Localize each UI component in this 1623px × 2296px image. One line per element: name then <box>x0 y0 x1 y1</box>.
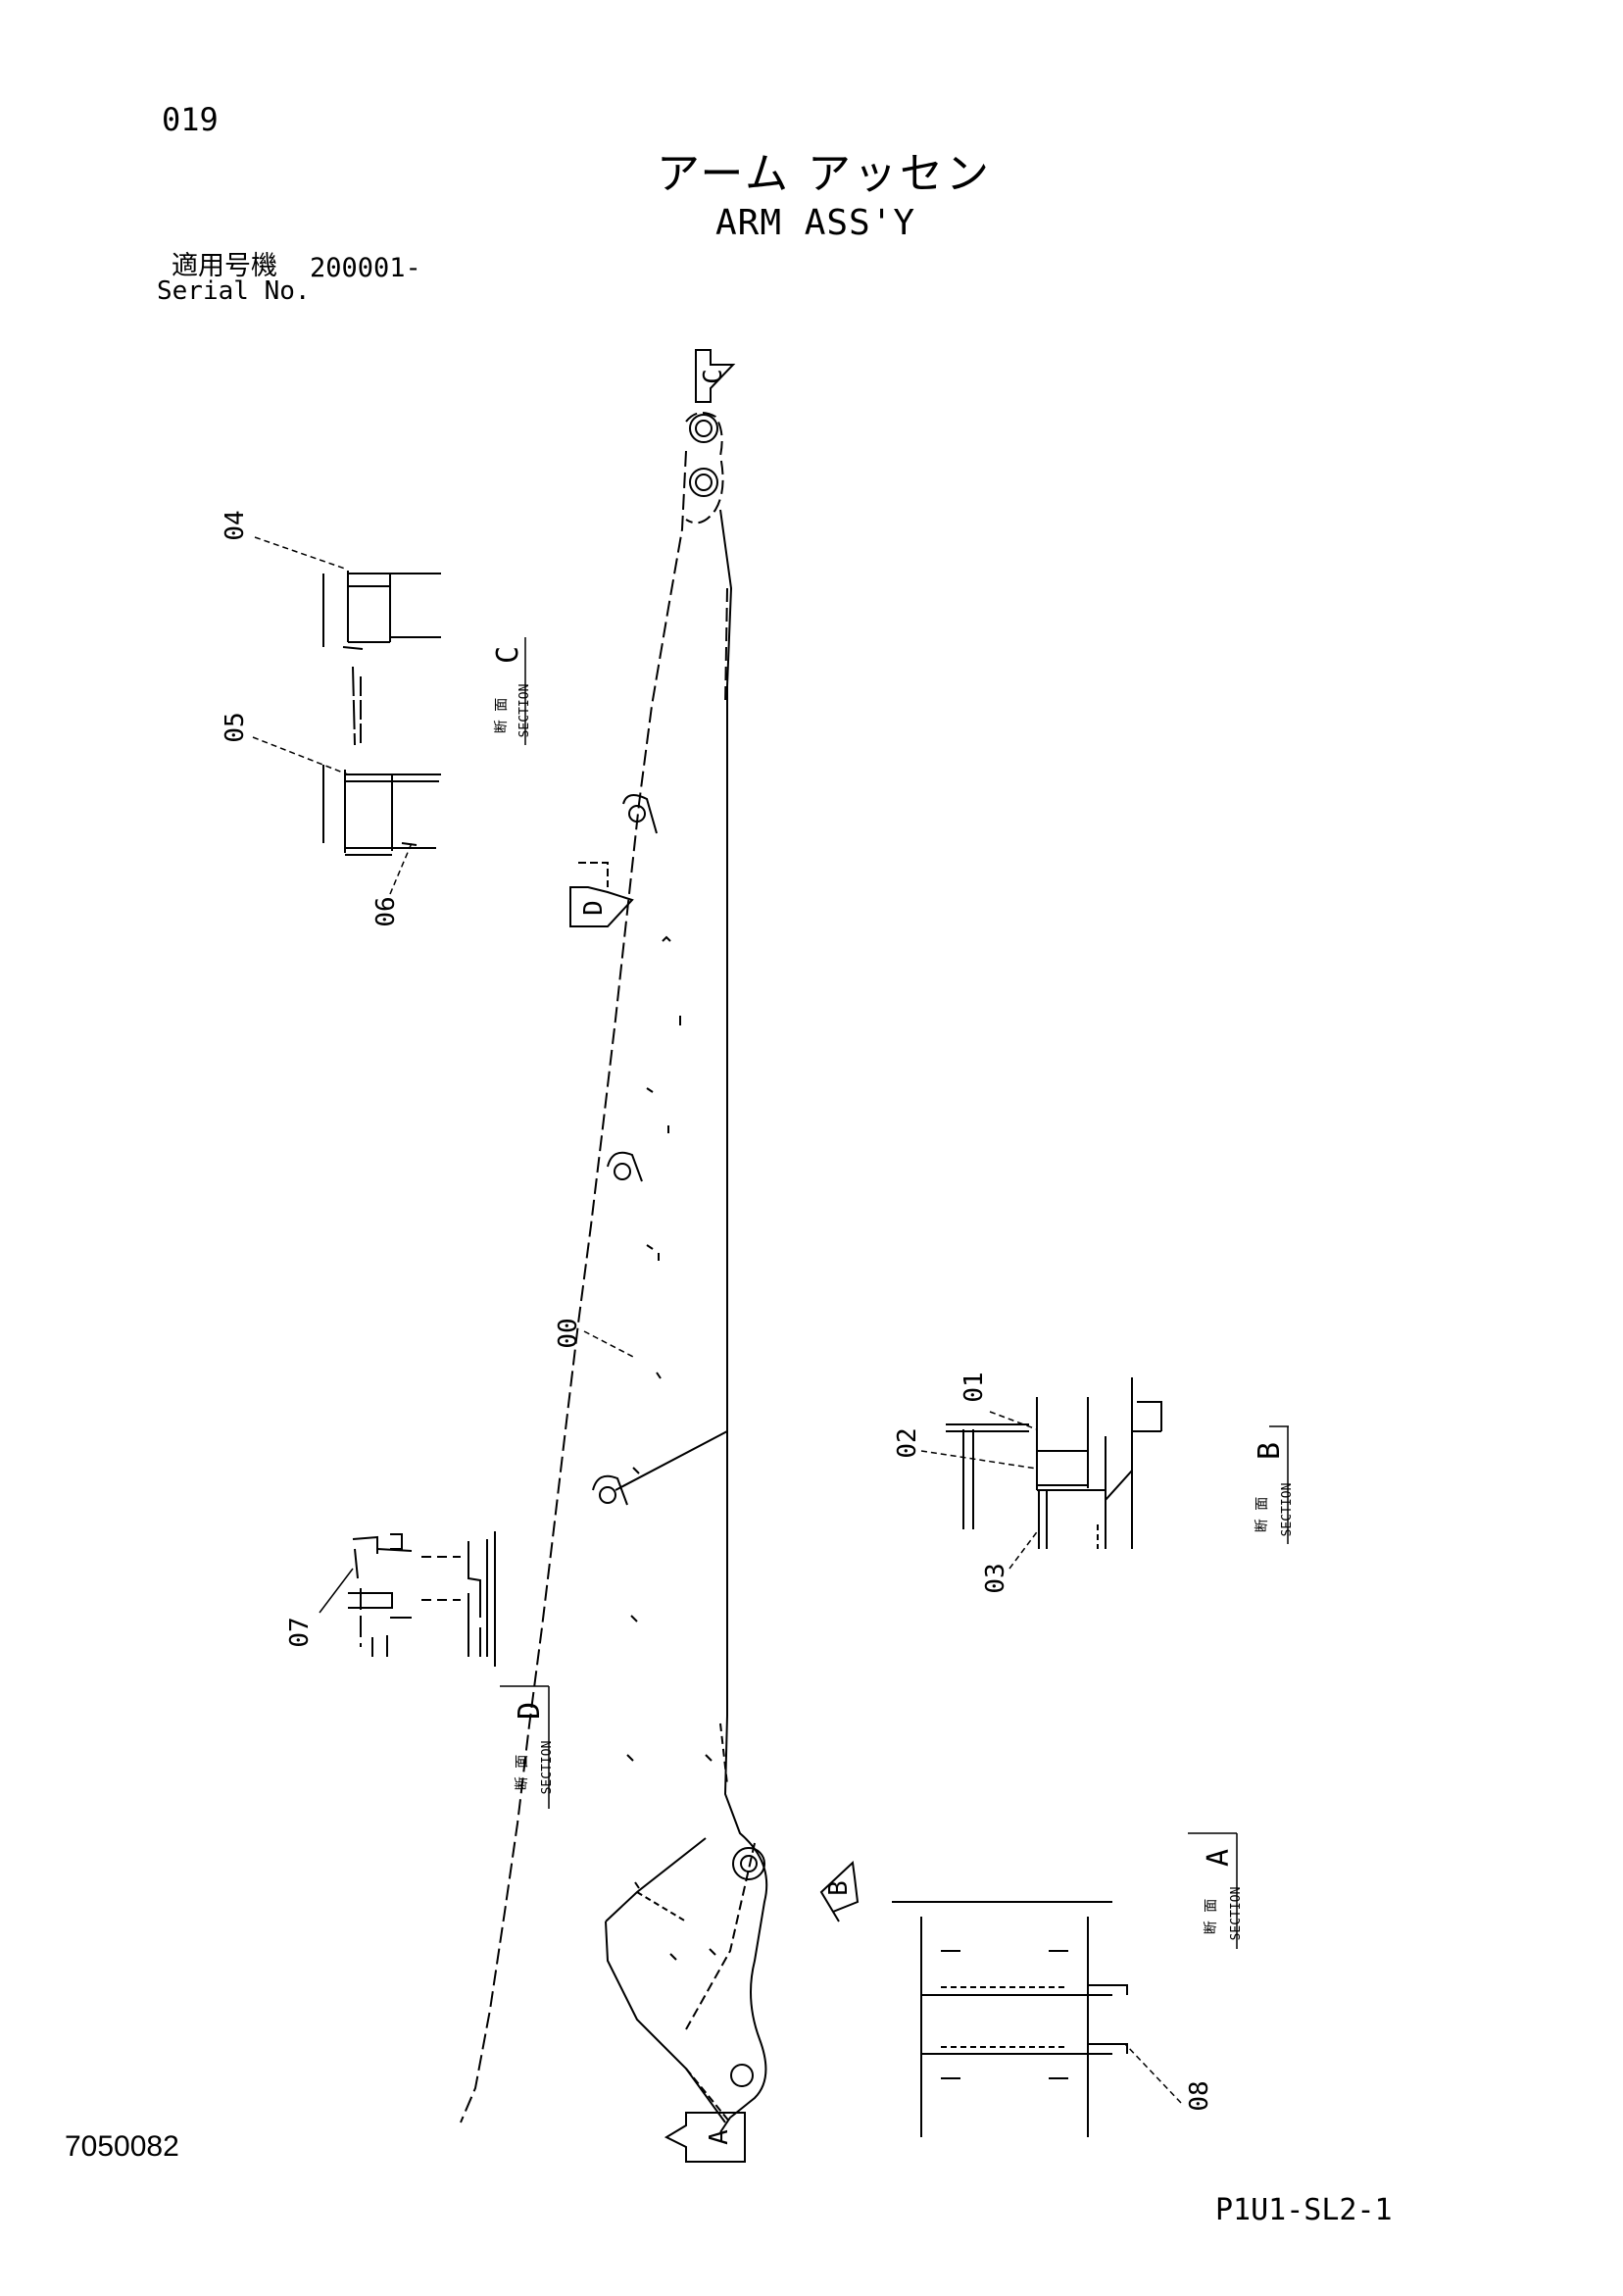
section-d-detail <box>348 1531 496 1667</box>
section-c-detail <box>322 571 441 856</box>
arm-tip-pin-upper <box>689 414 718 443</box>
section-a-letter: A <box>1202 1849 1236 1867</box>
page-code: P1U1-SL2-1 <box>1215 2193 1393 2227</box>
part-number-06[interactable]: 06 <box>371 896 401 926</box>
section-marker-a-letter: A <box>705 2129 734 2145</box>
section-a-en: SECTION <box>1229 1887 1244 1941</box>
section-d-en: SECTION <box>540 1741 555 1795</box>
serial-range: 200001- <box>310 253 421 283</box>
section-b-en: SECTION <box>1280 1483 1295 1537</box>
section-b-jp: 断 面 <box>1254 1497 1270 1532</box>
arm-lug-lower <box>599 1486 616 1504</box>
section-b-detail <box>946 1377 1162 1549</box>
part-number-04[interactable]: 04 <box>221 510 250 540</box>
part-number-02[interactable]: 02 <box>893 1427 922 1458</box>
section-a-detail <box>892 1901 1128 2137</box>
part-number-07[interactable]: 07 <box>285 1617 315 1647</box>
section-marker-c-letter: C <box>699 369 728 384</box>
section-marker-c[interactable] <box>695 349 736 403</box>
part-number-01[interactable]: 01 <box>959 1372 989 1402</box>
section-b-letter: B <box>1253 1442 1287 1460</box>
arm-foot-pin <box>732 1847 765 1880</box>
section-d-jp: 断 面 <box>515 1755 530 1790</box>
page-number: 019 <box>162 101 219 138</box>
title-japanese: アーム アッセン <box>657 149 993 199</box>
serial-label-japanese: 適用号機 <box>172 251 277 281</box>
part-number-08[interactable]: 08 <box>1185 2080 1214 2111</box>
part-number-00[interactable]: 00 <box>554 1318 583 1348</box>
section-marker-b-letter: B <box>824 1880 854 1896</box>
arm-tip-pin-lower <box>689 468 718 497</box>
section-d-letter: D <box>513 1702 547 1720</box>
section-a-jp: 断 面 <box>1204 1899 1219 1934</box>
section-c-jp: 断 面 <box>494 698 510 733</box>
section-label-frames <box>500 637 1289 1949</box>
arm-lug-upper <box>628 805 646 823</box>
arm-upper-edge <box>460 450 687 2123</box>
arm-heel-pin <box>730 2064 754 2087</box>
section-marker-d-letter: D <box>579 900 609 916</box>
part-number-03[interactable]: 03 <box>981 1563 1010 1593</box>
arm-outline <box>460 412 768 2133</box>
section-marker-d[interactable] <box>569 862 634 927</box>
drawing-number: 7050082 <box>65 2130 179 2163</box>
section-c-en: SECTION <box>517 684 532 738</box>
leader-lines <box>252 536 1182 2104</box>
part-number-05[interactable]: 05 <box>221 712 250 742</box>
section-marker-b[interactable] <box>819 1860 860 1922</box>
section-marker-a[interactable] <box>664 2112 746 2163</box>
arm-lug-middle <box>614 1163 631 1180</box>
arm-right-edge <box>719 509 733 1716</box>
serial-label-english: Serial No. <box>157 276 311 306</box>
section-c-letter: C <box>491 646 525 664</box>
title-english: ARM ASS'Y <box>715 203 916 243</box>
